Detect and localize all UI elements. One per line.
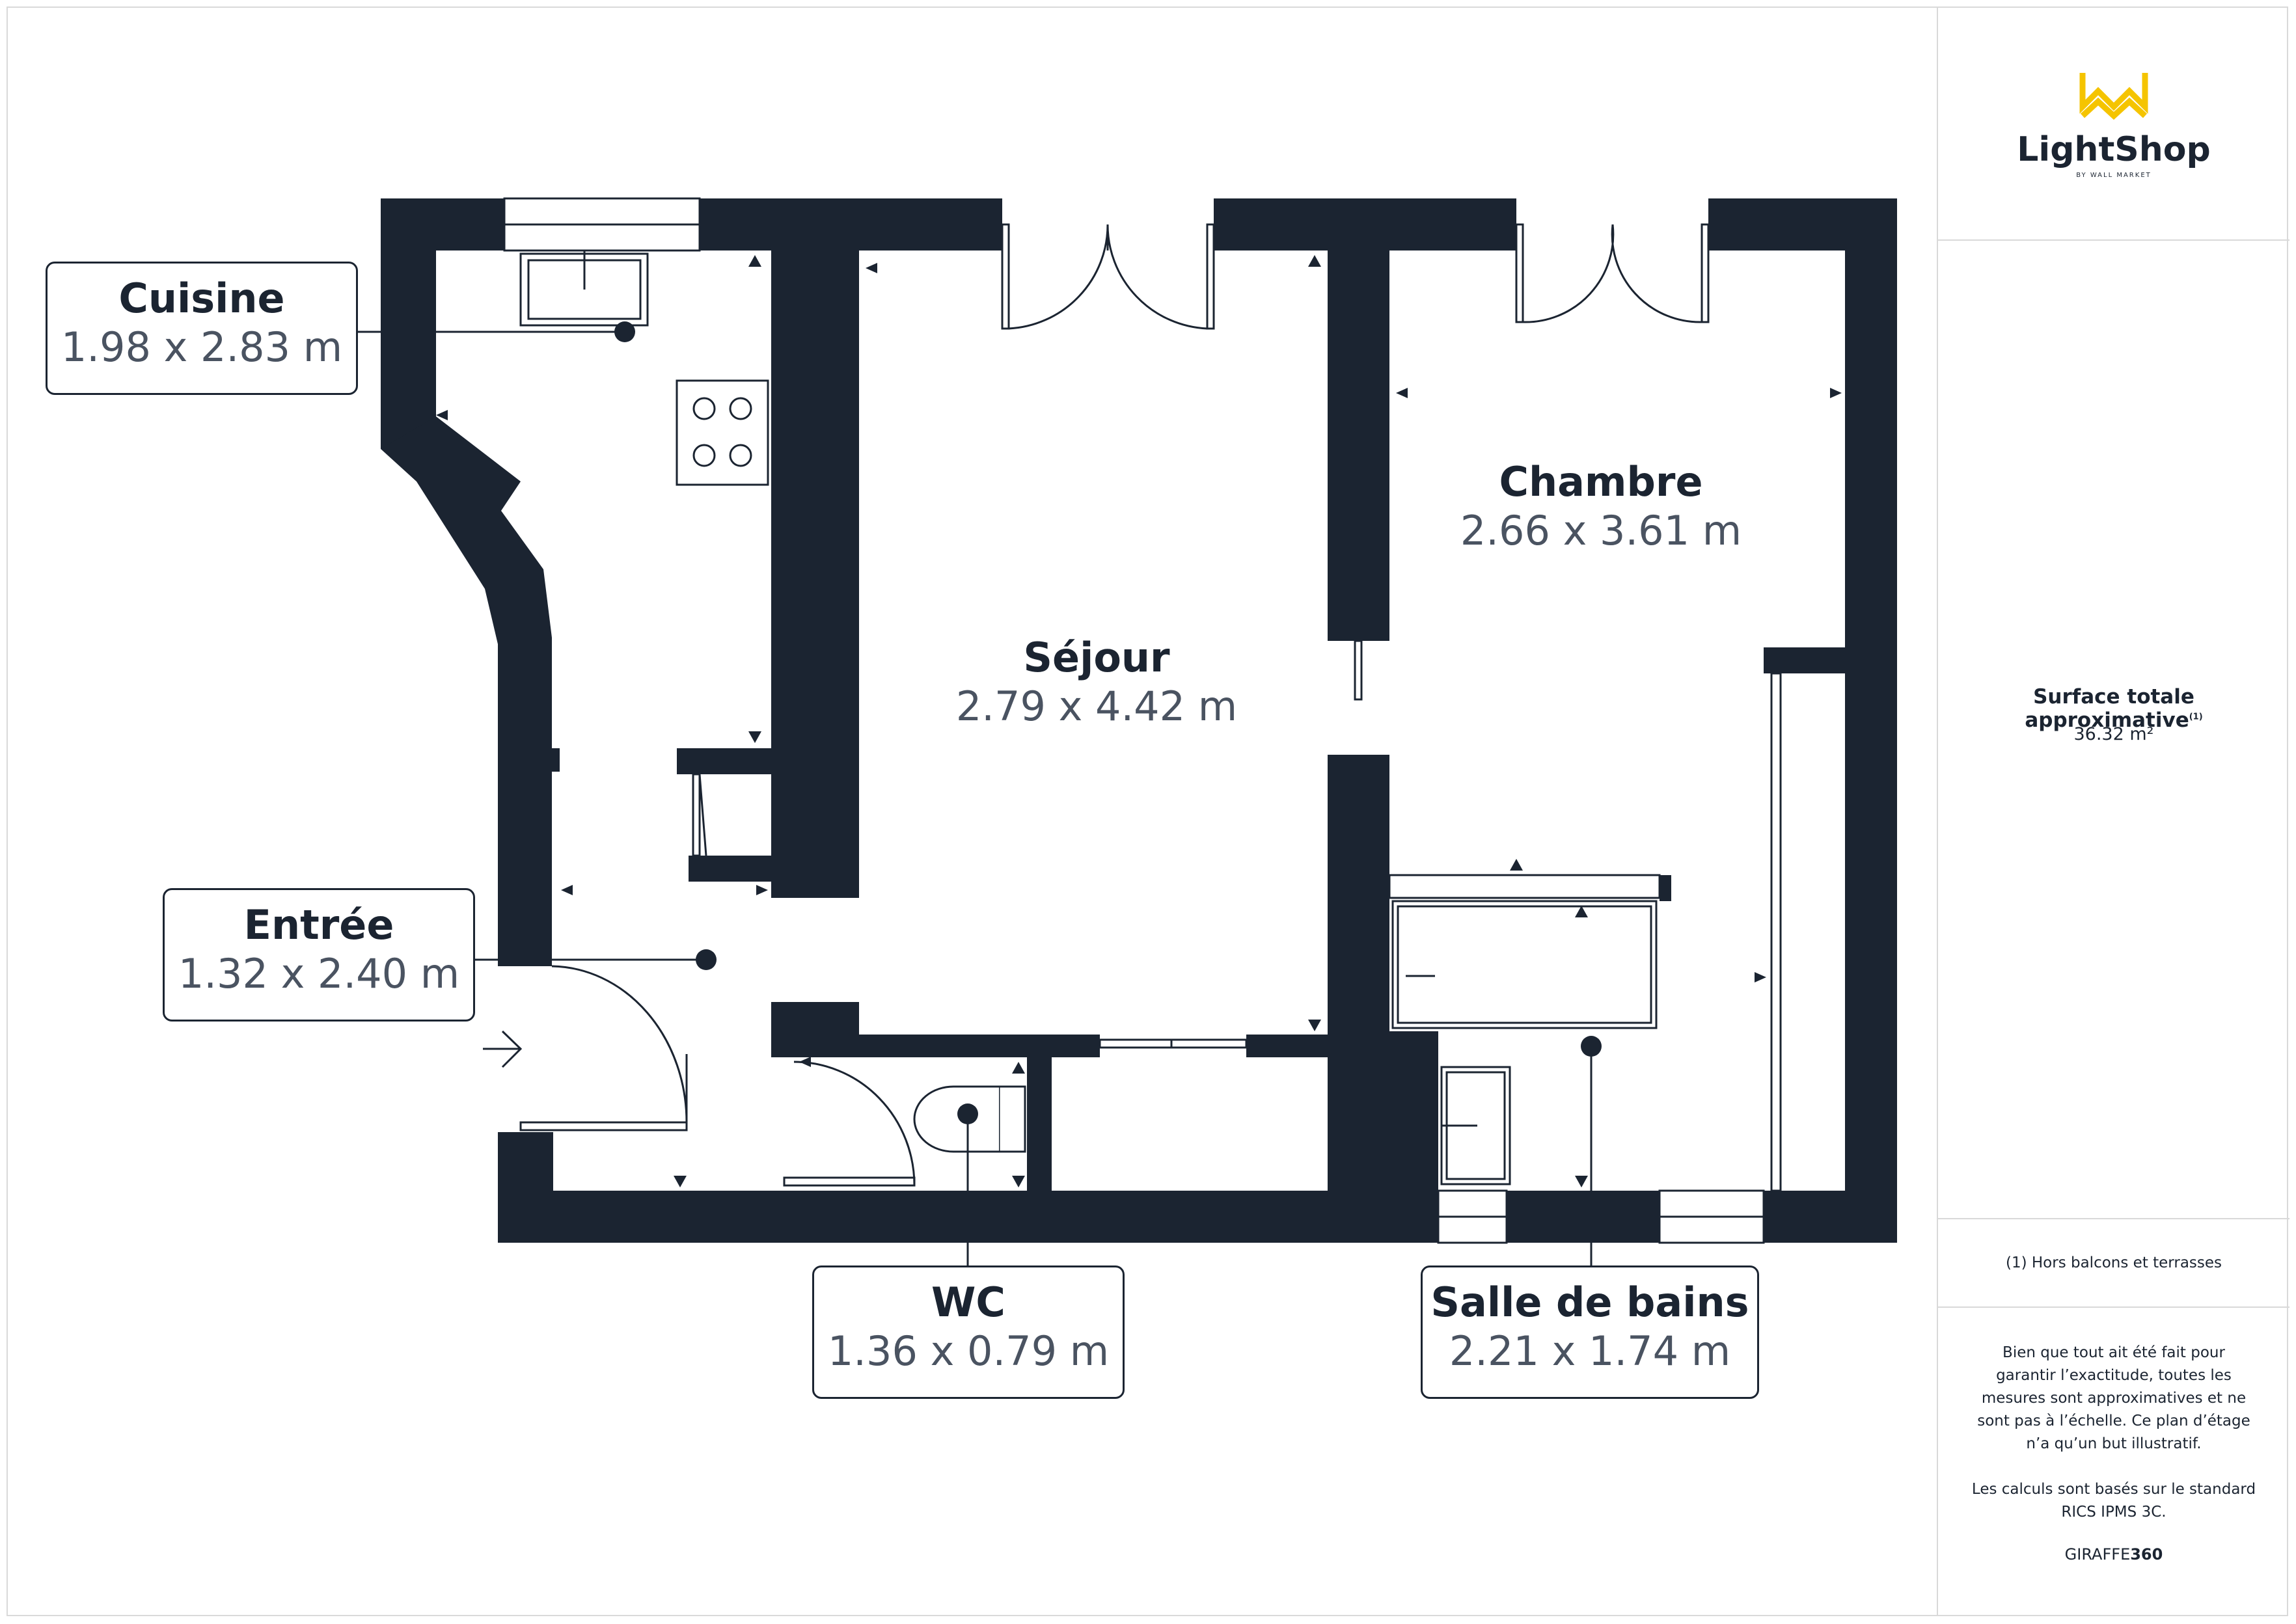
bathtub-rim (1388, 874, 1661, 899)
divider (1938, 239, 2289, 241)
wall-bath-stub (1660, 875, 1671, 901)
toilet-tank (998, 1085, 1026, 1153)
room-label-cuisine: Cuisine 1.98 x 2.83 m (46, 262, 358, 395)
entry-arrow-icon (483, 1030, 523, 1068)
credit: GIRAFFE360 (1958, 1545, 2270, 1563)
wall-sejour-chambre-top (1328, 250, 1389, 641)
room-label-entree: Entrée 1.32 x 2.40 m (163, 888, 475, 1022)
room-label-salle-de-bains: Salle de bains 2.21 x 1.74 m (1421, 1265, 1759, 1399)
room-name: Entrée (243, 901, 394, 949)
brand-tagline: BY WALL MARKET (2076, 172, 2152, 179)
wall-chambre-closet (1764, 647, 1845, 673)
room-name: Salle de bains (1430, 1279, 1749, 1326)
brand-name: LightShop (2017, 130, 2211, 169)
wall-bath-left (1389, 1031, 1438, 1243)
room-dimensions: 2.79 x 4.42 m (955, 683, 1238, 731)
room-label-sejour: Séjour 2.79 x 4.42 m (901, 634, 1292, 733)
room-name: Chambre (1499, 458, 1703, 506)
dimension-ticks (436, 255, 1842, 1187)
floor-plan (358, 197, 1897, 1265)
wall-kitchen-sejour (771, 250, 859, 898)
room-dimensions: 1.36 x 0.79 m (827, 1327, 1110, 1375)
windows (503, 197, 1765, 1244)
room-label-wc: WC 1.36 x 0.79 m (812, 1265, 1125, 1399)
credit-suffix: 360 (2130, 1545, 2163, 1563)
disclaimer: Bien que tout ait été fait pour garantir… (1977, 1344, 2250, 1452)
wall-top-kitchen-right (700, 198, 1002, 250)
wall-stub (552, 748, 560, 772)
wall-wc-top (771, 1035, 1100, 1057)
room-label-chambre: Chambre 2.66 x 3.61 m (1406, 459, 1796, 558)
wall-wc-top-right (1246, 1035, 1328, 1057)
standard-note: Les calculs sont basés sur le standard R… (1971, 1481, 2256, 1521)
divider (1938, 1218, 2289, 1219)
room-dimensions: 2.66 x 3.61 m (1460, 507, 1742, 555)
divider (1938, 1306, 2289, 1308)
room-dimensions: 1.32 x 2.40 m (178, 950, 460, 998)
wall-bottom-right (1764, 1191, 1897, 1243)
wall-sejour-chambre-bottom (1328, 755, 1389, 1243)
wall-top-middle (1214, 198, 1516, 250)
room-name: WC (931, 1279, 1005, 1326)
fixtures (436, 250, 1661, 1185)
room-name: Séjour (1023, 634, 1170, 681)
wall-kitchen-stub-top (677, 748, 771, 774)
sidebar: LightShop BY WALL MARKET Surface totale … (1937, 7, 2289, 1616)
wall-left-kitchen (381, 198, 436, 449)
surface-value: 36.32 m² (2073, 724, 2154, 744)
doors (519, 223, 1782, 1192)
surface-title: Surface totale approximative(1) (1958, 685, 2270, 732)
lightshop-logo-icon (2079, 73, 2148, 120)
footnote: (1) Hors balcons et terrasses (2005, 1254, 2222, 1271)
credit-prefix: GIRAFFE (2064, 1545, 2131, 1563)
room-name: Cuisine (118, 275, 285, 322)
footnote-mark: (1) (2189, 712, 2203, 722)
wall-bottom-mid (1507, 1191, 1660, 1243)
wall-right (1845, 198, 1897, 1243)
surface-title-text: Surface totale approximative (2025, 685, 2194, 732)
label-leaders (358, 321, 1602, 1265)
wall-wc-right (1027, 1057, 1052, 1191)
room-dimensions: 2.21 x 1.74 m (1449, 1327, 1731, 1375)
wall-angled (381, 416, 552, 966)
page-frame (7, 7, 2288, 1616)
wall-kitchen-stub-bottom (689, 856, 771, 882)
room-dimensions: 1.98 x 2.83 m (61, 323, 343, 372)
cooktop (676, 379, 769, 486)
